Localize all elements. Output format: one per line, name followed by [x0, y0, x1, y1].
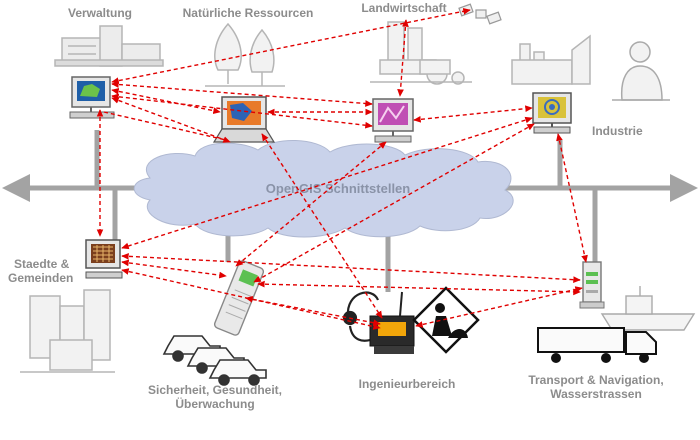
laptop-icon — [212, 96, 276, 143]
worker-sign-icon — [412, 286, 480, 354]
mobile-phone-icon — [213, 260, 265, 336]
label-landwirtschaft: Landwirtschaft — [361, 1, 446, 15]
city-buildings-icon — [20, 289, 115, 373]
left-arrowhead-icon — [2, 174, 30, 202]
cloud-icon: OpenGIS Schnittstellen — [133, 140, 514, 238]
label-verwaltung: Verwaltung — [68, 6, 132, 20]
label-natuerliche-ressourcen: Natürliche Ressourcen — [183, 6, 314, 20]
link-ingenieur-server — [415, 286, 583, 328]
link-landwirtschaft-industrie — [413, 105, 533, 123]
link-verwaltung-laptop-2 — [111, 97, 231, 143]
label-transport-1: Transport & Navigation, — [528, 373, 663, 387]
link-verwaltung-laptop-3 — [103, 111, 227, 141]
link-industrie-server — [556, 133, 588, 263]
field-device-icon — [369, 291, 415, 354]
staedte-monitor-icon — [85, 239, 123, 279]
landwirtschaft-monitor-icon — [372, 98, 414, 143]
person-icon — [612, 41, 670, 101]
ship-icon — [600, 286, 696, 331]
industrie-monitor-icon — [532, 92, 572, 134]
label-industrie: Industrie — [592, 124, 643, 138]
label-sicherheit-1: Sicherheit, Gesundheit, — [148, 383, 282, 397]
verwaltung-monitor-icon — [69, 76, 115, 119]
label-staedte-1: Staedte & — [14, 257, 70, 271]
label-transport-2: Wasserstrassen — [550, 387, 642, 401]
verwaltung-clipart — [54, 25, 164, 67]
server-tower-icon — [579, 261, 605, 309]
silo-tractor-icon — [370, 21, 472, 85]
link-verwaltung-laptop — [111, 88, 221, 114]
link-verwaltung-satellite — [111, 8, 471, 84]
police-cars-icon — [162, 335, 267, 386]
label-ingenieurbereich: Ingenieurbereich — [359, 377, 456, 391]
link-staedte-server — [121, 252, 581, 284]
link-phone-ingenieur — [245, 295, 381, 327]
link-silo-landwirtschaft — [397, 19, 409, 97]
truck-icon — [537, 327, 657, 363]
label-sicherheit-2: Überwachung — [175, 396, 254, 411]
cloud-label: OpenGIS Schnittstellen — [266, 181, 411, 196]
right-arrowhead-icon — [670, 174, 698, 202]
data-links — [96, 8, 588, 330]
link-phone-server — [257, 280, 581, 296]
satellite-icon — [458, 3, 502, 25]
factory-icon — [511, 34, 591, 85]
label-staedte-2: Gemeinden — [8, 271, 73, 285]
